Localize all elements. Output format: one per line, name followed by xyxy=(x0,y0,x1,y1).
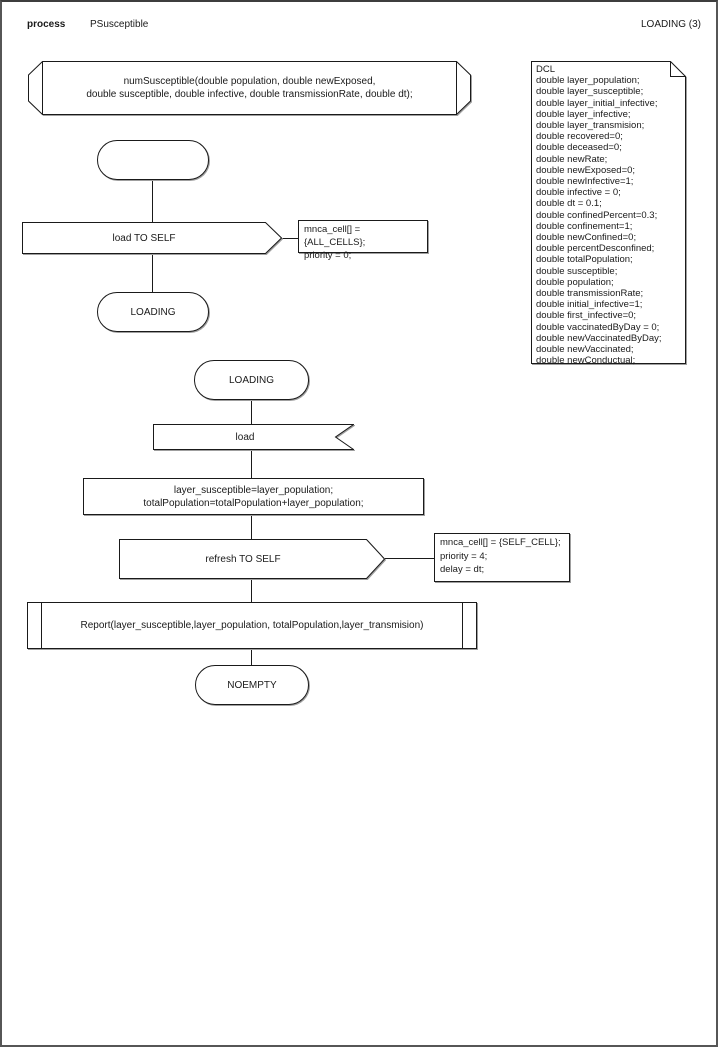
annotation-text: mnca_cell[] = {SELF_CELL}; priority = 4;… xyxy=(440,537,561,575)
receive-signal-shape xyxy=(153,424,354,450)
send-signal-label: load TO SELF xyxy=(112,232,176,244)
procedure-signature-shape[interactable]: numSusceptible(double population, double… xyxy=(28,61,471,115)
connector-line xyxy=(251,579,252,602)
task-assignment-box[interactable]: layer_susceptible=layer_population; tota… xyxy=(83,478,424,515)
state-loading[interactable]: LOADING xyxy=(194,360,309,400)
receive-signal-label: load xyxy=(235,431,255,443)
bracket-rectangle-shape xyxy=(28,61,471,115)
connector-line xyxy=(251,649,252,665)
diagram-kind-label: process xyxy=(27,19,66,30)
state-loading-next[interactable]: LOADING xyxy=(97,292,209,332)
state-label: LOADING xyxy=(228,374,274,386)
receive-signal-load[interactable]: load xyxy=(153,424,354,450)
note-paper-shape xyxy=(531,61,686,364)
connector-line xyxy=(152,254,153,292)
procedure-call-report[interactable]: Report(layer_susceptible,layer_populatio… xyxy=(27,602,477,649)
send-signal-shape xyxy=(119,539,385,579)
annotation-text: mnca_cell[] = {ALL_CELLS}; priority = 0; xyxy=(304,224,366,261)
connector-line xyxy=(251,515,252,539)
connector-line xyxy=(251,400,252,424)
page-number-label: LOADING (3) xyxy=(640,19,701,30)
annotation-connector-line xyxy=(385,558,434,559)
send-signal-load-to-self[interactable]: load TO SELF xyxy=(22,222,282,254)
start-state-shape[interactable] xyxy=(97,140,209,180)
state-label: NOEMPTY xyxy=(227,679,277,691)
procedure-call-label: Report(layer_susceptible,layer_populatio… xyxy=(80,620,424,631)
signal-parameters-annotation[interactable]: mnca_cell[] = {ALL_CELLS}; priority = 0; xyxy=(298,220,428,261)
send-signal-refresh-to-self[interactable]: refresh TO SELF xyxy=(119,539,385,579)
procedure-signature-text: numSusceptible(double population, double… xyxy=(86,76,413,100)
process-name-label: PSusceptible xyxy=(90,19,149,30)
annotation-connector-line xyxy=(282,238,298,239)
send-signal-shape xyxy=(22,222,282,254)
connector-line xyxy=(251,450,252,478)
connector-line xyxy=(152,180,153,222)
state-noempty[interactable]: NOEMPTY xyxy=(195,665,309,705)
state-label: LOADING xyxy=(130,306,176,318)
dcl-note[interactable]: DCL double layer_population; double laye… xyxy=(531,61,686,367)
dcl-declarations-text: DCL double layer_population; double laye… xyxy=(536,64,662,367)
send-signal-label: refresh TO SELF xyxy=(205,553,281,565)
signal-parameters-annotation[interactable]: mnca_cell[] = {SELF_CELL}; priority = 4;… xyxy=(434,533,570,582)
task-text: layer_susceptible=layer_population; tota… xyxy=(143,484,364,509)
procedure-call-shape xyxy=(27,602,477,649)
